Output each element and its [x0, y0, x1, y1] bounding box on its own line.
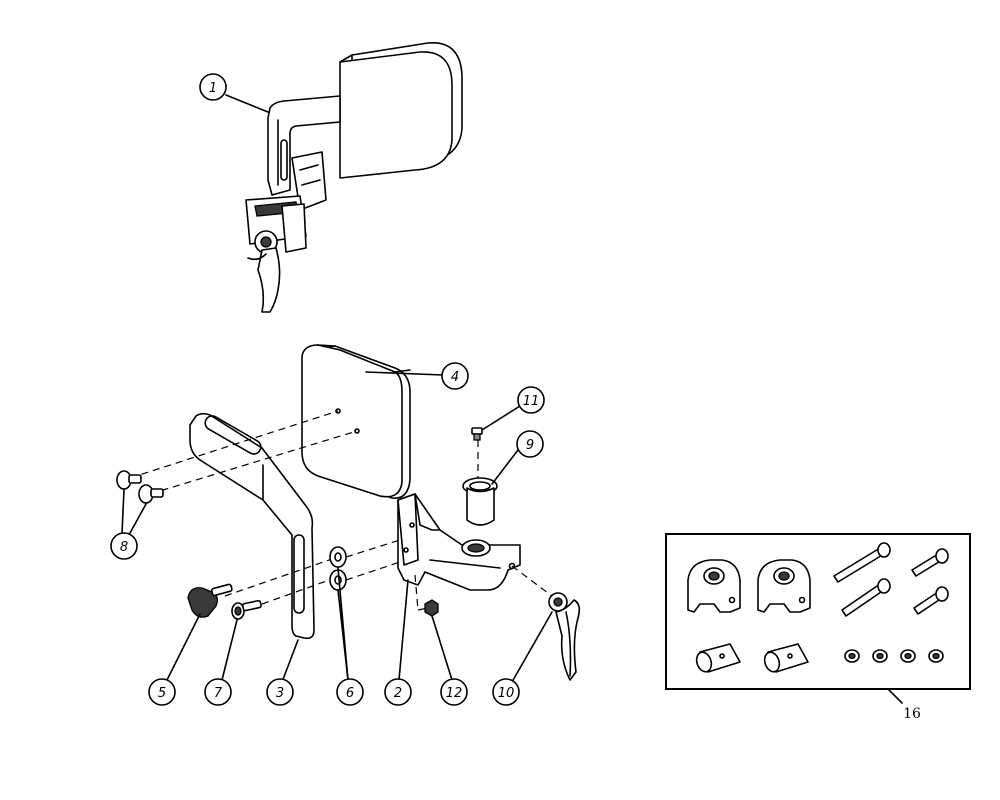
part-12-nut: [424, 599, 439, 617]
callout-6: 6: [336, 567, 364, 706]
kit-sleeve-left: [695, 643, 741, 673]
part-6-washers: [329, 539, 401, 591]
callout-10: 10: [492, 611, 553, 706]
part-9-bushing: [462, 440, 498, 526]
part-8-screws: [116, 410, 358, 504]
callout-8-label: 8: [120, 540, 128, 555]
callout-12-label: 12: [446, 686, 463, 701]
callout-6-label: 6: [346, 686, 354, 701]
assembled-footrest: [245, 42, 463, 313]
kit-sleeve-right: [763, 643, 809, 673]
part-4-footplate-pad: [301, 344, 411, 499]
callout-2: 2: [384, 579, 412, 706]
kit-clamp-block-left: [687, 559, 741, 613]
callout-3: 3: [266, 639, 299, 706]
callout-1-label: 1: [209, 81, 217, 96]
callout-11: 11: [481, 386, 545, 431]
kit-clamp-block-right: [757, 559, 811, 613]
callout-12: 12: [431, 615, 468, 706]
callout-5-label: 5: [158, 686, 166, 701]
kit-long-bolts: [833, 542, 891, 617]
callout-3-label: 3: [276, 686, 284, 701]
callout-7: 7: [204, 619, 238, 706]
kit-short-bolts: [911, 548, 949, 615]
callout-9: 9: [491, 430, 544, 485]
part-5-knob-screw: [187, 557, 336, 618]
callout-2-label: 2: [394, 686, 402, 701]
callout-9-label: 9: [526, 438, 534, 453]
callout-1: 1: [199, 73, 269, 113]
callout-4: 4: [365, 362, 469, 390]
part-2-clamp-body: [397, 493, 521, 611]
kit-16-label: 16: [903, 706, 921, 722]
callout-10-label: 10: [498, 686, 515, 701]
part-7-screw: [231, 577, 336, 620]
callout-11-label: 11: [523, 394, 540, 409]
callout-5: 5: [148, 613, 201, 706]
callout-4-label: 4: [451, 370, 459, 385]
kit-washers: [844, 649, 944, 663]
callout-7-label: 7: [214, 686, 223, 701]
callout-8: 8: [110, 489, 147, 560]
part-10-lever: [511, 565, 581, 681]
part-3-bracket-plate: [189, 412, 315, 640]
part-11-set-screw: [471, 427, 483, 441]
kit-16-box: 16: [665, 533, 971, 722]
